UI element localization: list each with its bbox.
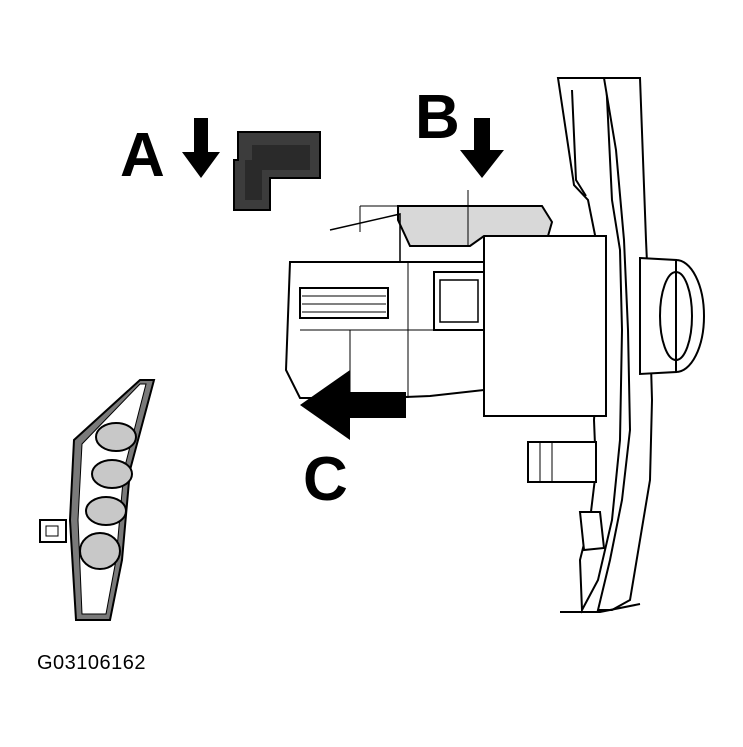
arrow-down-icon [182,118,220,178]
callout-a-label: A [120,121,165,190]
switch-button [79,532,121,570]
arrow-down-icon [460,118,504,178]
switch-button [91,459,133,489]
callout-c-label: C [303,445,348,514]
switch-button [85,496,127,526]
switch-panel [39,379,156,621]
callout-a-group: A [120,118,321,211]
locking-tab-detail [233,131,321,211]
figure-id-label: G03106162 [37,652,147,674]
mounting-bracket [556,77,705,614]
electrical-connector [284,190,607,552]
switch-button [95,422,137,452]
arrow-left-icon [300,370,406,440]
callout-c-group: C [300,370,406,514]
callout-b-label: B [415,83,460,152]
callout-b-group: B [415,83,504,178]
